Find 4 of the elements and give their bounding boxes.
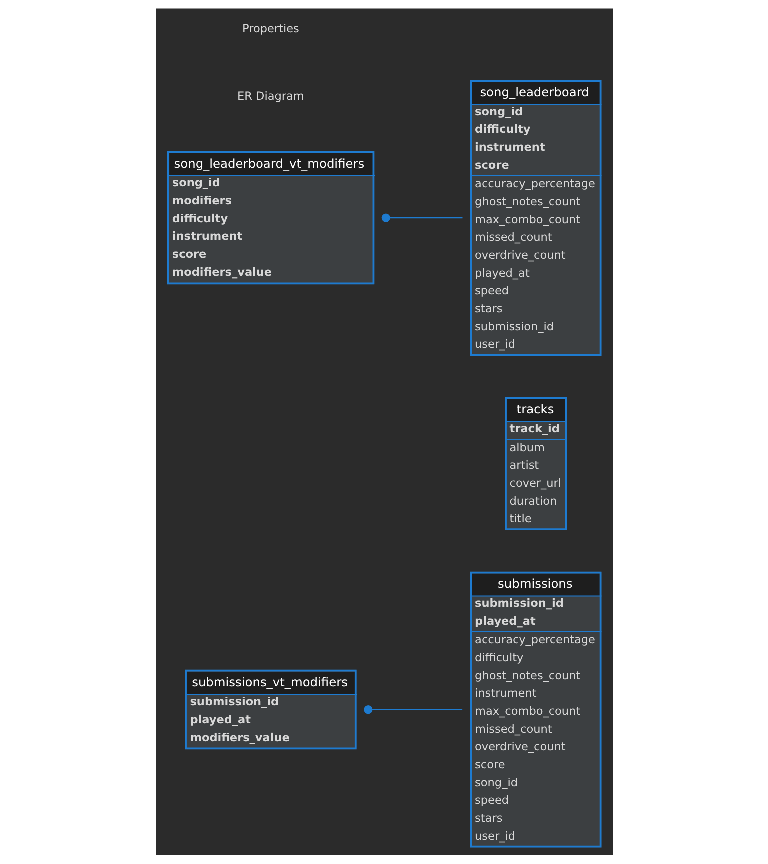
label: ER Diagram bbox=[237, 90, 304, 103]
connector bbox=[381, 214, 462, 222]
label: Properties bbox=[242, 22, 299, 36]
connector bbox=[364, 705, 462, 714]
